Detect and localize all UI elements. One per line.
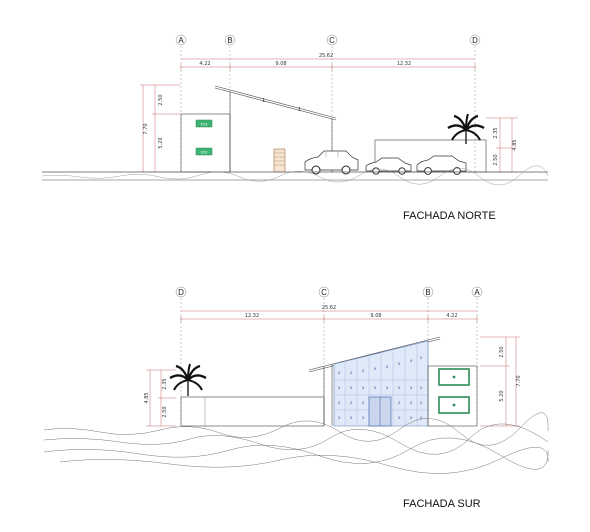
south-building: x x x x x x x x x x x x x x x x x x x x x x x x x x x x: [180, 336, 478, 427]
svg-text:x: x: [350, 415, 353, 420]
north-left-height-bottom: 5.20: [158, 137, 164, 148]
south-right-volume: [427, 365, 478, 427]
svg-text:x: x: [374, 385, 377, 390]
south-axis-bubble-d: [175, 286, 187, 298]
north-axis-bubble-d: [469, 34, 481, 46]
north-axis-bubble-a: [175, 34, 187, 46]
north-axis-bubble-c: [326, 34, 338, 46]
south-left-wall: [180, 396, 325, 427]
svg-text:x: x: [398, 385, 401, 390]
svg-text:x: x: [398, 361, 401, 366]
south-right-height-top: 2.50: [499, 346, 505, 357]
svg-text:x: x: [338, 385, 341, 390]
north-right-height-total: 4.85: [512, 139, 518, 150]
svg-text:x: x: [410, 400, 413, 405]
south-elevation-title: FACHADA SUR: [403, 498, 481, 510]
svg-text:x: x: [386, 385, 389, 390]
south-axis-bubble-c: [318, 286, 330, 298]
north-left-height-total: 7.70: [143, 123, 149, 134]
north-car-suv: [304, 150, 359, 175]
north-ground: [41, 165, 549, 186]
svg-text:x: x: [420, 355, 423, 360]
south-axis-d: D: [178, 288, 184, 297]
south-axis-bubble-b: [422, 286, 434, 298]
north-elevation-title: FACHADA NORTE: [403, 210, 496, 222]
south-horizontal-dimensions: 25.62 12.32 9.08 4.22: [180, 305, 478, 322]
svg-text:x: x: [398, 415, 401, 420]
south-palm-tree: [169, 363, 207, 396]
north-total-width: 25.62: [319, 53, 333, 59]
north-window-lower: [195, 147, 213, 156]
svg-text:x: x: [386, 364, 389, 369]
south-right-heights: 2.50 7.70 5.20: [480, 336, 522, 427]
north-span-cd: 12.32: [397, 61, 411, 67]
svg-text:x: x: [338, 370, 341, 375]
svg-text:x: x: [350, 385, 353, 390]
south-left-height-top: 2.35: [162, 378, 168, 389]
svg-text:x: x: [350, 400, 353, 405]
svg-text:x: x: [338, 400, 341, 405]
south-axis-a: A: [474, 288, 480, 297]
svg-text:x: x: [350, 370, 353, 375]
north-axis-a: A: [178, 36, 184, 45]
svg-text:x: x: [338, 415, 341, 420]
north-left-height-top: 2.50: [158, 94, 164, 105]
south-axis-c: C: [321, 288, 327, 297]
north-span-ab: 4.22: [199, 61, 210, 67]
north-elevation: A B C D 25.62 4.22 9.08 12.32: [41, 34, 549, 222]
svg-text:x: x: [410, 358, 413, 363]
north-window-upper-label: 7/01: [200, 122, 209, 127]
svg-text:x: x: [420, 400, 423, 405]
north-door: [273, 148, 286, 173]
south-right-height-total: 7.70: [516, 375, 522, 386]
south-left-heights: 2.35 4.85 2.50: [144, 369, 176, 427]
north-left-heights: 2.50 7.70 5.20: [140, 84, 180, 173]
south-elevation: D C B A 25.62 12.32 9.08 4.22: [43, 286, 549, 510]
svg-text:x: x: [420, 415, 423, 420]
north-window-upper: [195, 119, 213, 128]
south-axis-bubble-a: [471, 286, 483, 298]
north-axis-c: C: [329, 36, 335, 45]
svg-text:x: x: [420, 385, 423, 390]
south-left-height-bottom: 2.50: [162, 406, 168, 417]
north-axis-bubble-b: [224, 34, 236, 46]
south-right-height-bottom: 5.20: [499, 390, 505, 401]
north-car-sedan-1: [365, 157, 412, 175]
svg-text:1: 1: [298, 107, 301, 113]
south-terrain: [43, 412, 549, 474]
north-window-lower-label: 7/01: [200, 150, 209, 155]
north-right-height-top: 2.35: [493, 127, 499, 138]
south-total-width: 25.62: [322, 305, 336, 311]
north-axis-d: D: [472, 36, 478, 45]
north-horizontal-dimensions: 25.62 4.22 9.08 12.32: [180, 53, 476, 70]
svg-text:x: x: [410, 415, 413, 420]
svg-text:x: x: [362, 415, 365, 420]
north-car-sedan-2: [416, 155, 467, 175]
north-axis-b: B: [227, 36, 232, 45]
north-right-height-bottom: 2.50: [493, 154, 499, 165]
south-span-cb: 9.08: [370, 313, 381, 319]
svg-text:x: x: [362, 400, 365, 405]
south-left-height-total: 4.85: [144, 392, 150, 403]
south-axis-b: B: [425, 288, 430, 297]
svg-text:x: x: [398, 400, 401, 405]
svg-text:x: x: [362, 385, 365, 390]
south-span-dc: 12.32: [245, 313, 259, 319]
north-right-heights: 2.35 4.85 2.50: [486, 117, 518, 173]
north-palm-tree: [447, 113, 485, 144]
svg-text:x: x: [410, 385, 413, 390]
north-span-bc: 9.08: [275, 61, 286, 67]
svg-text:x: x: [374, 366, 377, 371]
svg-text:1: 1: [262, 98, 265, 104]
svg-text:x: x: [362, 368, 365, 373]
south-span-ba: 4.22: [446, 313, 457, 319]
